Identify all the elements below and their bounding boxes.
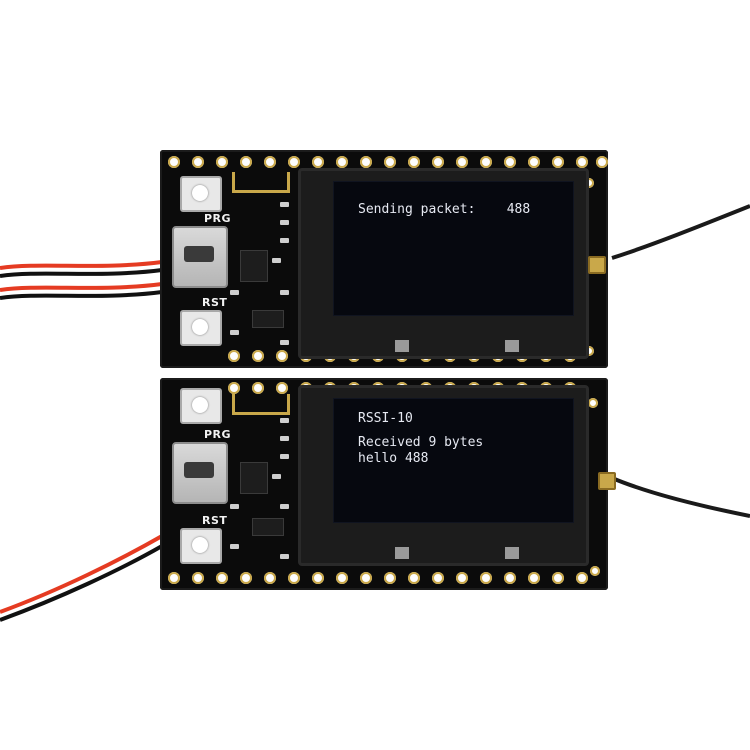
bottom-black-wire [0, 544, 163, 622]
bottom-prg-label: PRG [204, 428, 232, 441]
top-chip-2 [252, 310, 284, 328]
top-antenna-connector [588, 256, 606, 274]
bottom-antenna-connector [598, 472, 616, 490]
top-antenna-cable [611, 204, 750, 260]
bottom-oled-display: RSSI-10 Received 9 bytes hello 488 [298, 385, 589, 566]
bottom-header-pins-bottom [168, 572, 600, 586]
top-usb-port[interactable] [172, 226, 228, 288]
bottom-oled-screen: RSSI-10 Received 9 bytes hello 488 [333, 398, 574, 523]
bottom-screen-line-3: hello 488 [358, 451, 429, 466]
bottom-screen-line-1: RSSI-10 [358, 411, 413, 426]
top-header-pins [168, 156, 608, 170]
top-chip [240, 250, 268, 282]
top-rst-button[interactable] [180, 310, 222, 346]
bottom-usb-port[interactable] [172, 442, 228, 504]
bottom-antenna-cable [611, 476, 750, 518]
bottom-screen-line-2: Received 9 bytes [358, 435, 484, 450]
bottom-chip [240, 462, 268, 494]
top-red-wire-2 [0, 282, 163, 292]
bottom-red-wire [0, 534, 163, 614]
top-pcb-antenna [232, 172, 290, 193]
bottom-chip-2 [252, 518, 284, 536]
top-prg-button[interactable] [180, 176, 222, 212]
top-oled-display: Sending packet: 488 [298, 168, 589, 359]
top-screen-line-1: Sending packet: 488 [358, 202, 531, 217]
bottom-rst-label: RST [202, 514, 228, 527]
bottom-prg-button[interactable] [180, 388, 222, 424]
top-prg-label: PRG [204, 212, 232, 225]
top-oled-screen: Sending packet: 488 [333, 181, 574, 316]
top-rst-label: RST [202, 296, 228, 309]
top-black-wire-2 [0, 290, 163, 300]
top-black-wire [0, 268, 163, 278]
bottom-pcb-antenna [232, 394, 290, 415]
bottom-rst-button[interactable] [180, 528, 222, 564]
top-red-wire [0, 260, 163, 270]
